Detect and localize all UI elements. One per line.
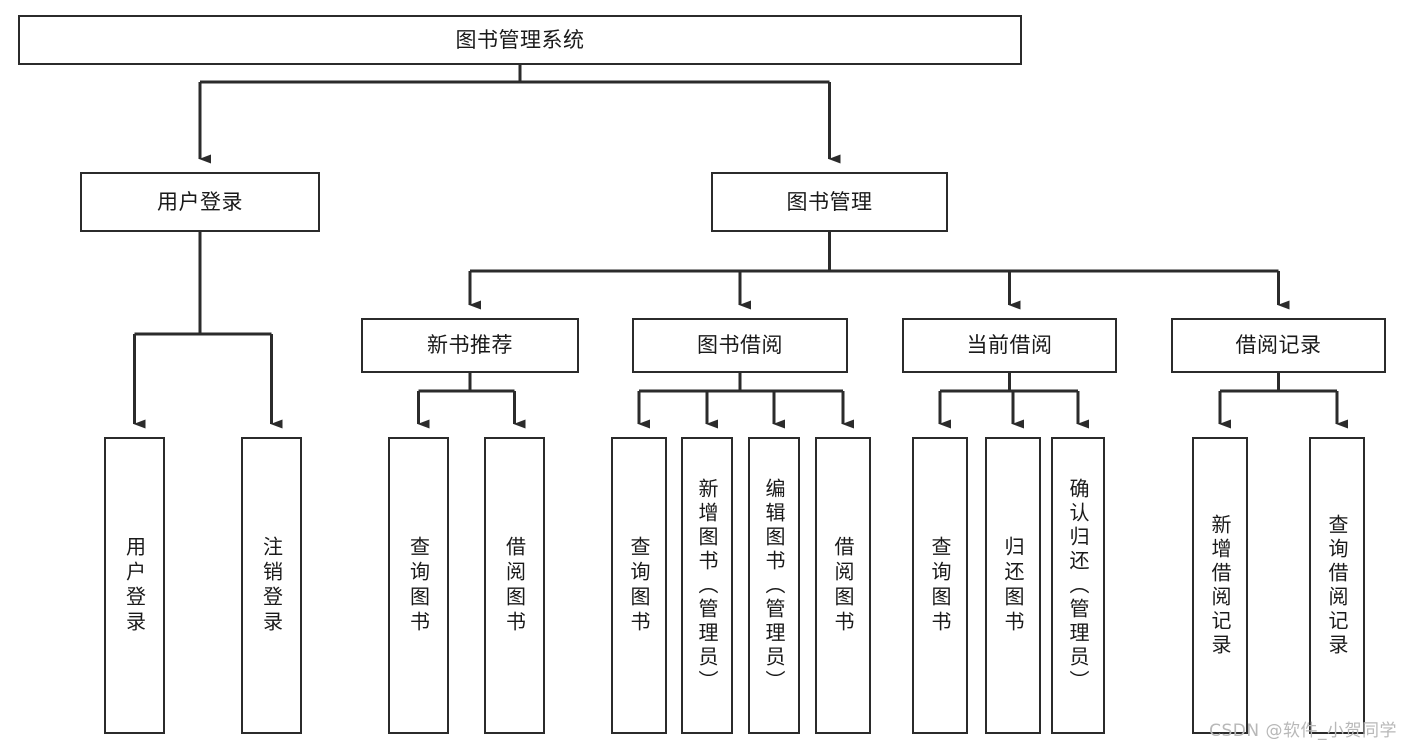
node-borrowing-record[interactable]: 借阅记录 bbox=[1171, 318, 1386, 373]
leaf-edit-book[interactable]: 编辑图书（管理员） bbox=[748, 437, 800, 734]
node-book-management[interactable]: 图书管理 bbox=[711, 172, 948, 232]
node-book-borrowing-label: 图书借阅 bbox=[697, 333, 783, 358]
node-new-book-recommendation[interactable]: 新书推荐 bbox=[361, 318, 579, 373]
watermark: CSDN @软件_小贺同学 bbox=[1209, 721, 1397, 741]
leaf-user-login-label: 用户登录 bbox=[122, 535, 147, 636]
leaf-return-book-label: 归还图书 bbox=[1001, 535, 1025, 636]
leaf-query-book-3-label: 查询图书 bbox=[928, 535, 952, 636]
leaf-add-record-label: 新增借阅记录 bbox=[1208, 513, 1232, 658]
leaf-query-record[interactable]: 查询借阅记录 bbox=[1309, 437, 1365, 734]
leaf-confirm-return-label: 确认归还（管理员） bbox=[1066, 477, 1090, 694]
leaf-add-record[interactable]: 新增借阅记录 bbox=[1192, 437, 1248, 734]
leaf-query-book-2[interactable]: 查询图书 bbox=[611, 437, 667, 734]
leaf-query-book-1-label: 查询图书 bbox=[406, 535, 431, 636]
leaf-return-book[interactable]: 归还图书 bbox=[985, 437, 1041, 734]
node-user-login-label: 用户登录 bbox=[157, 189, 243, 214]
node-book-borrowing[interactable]: 图书借阅 bbox=[632, 318, 848, 373]
node-root[interactable]: 图书管理系统 bbox=[18, 15, 1022, 65]
node-borrowing-record-label: 借阅记录 bbox=[1235, 333, 1322, 358]
leaf-query-record-label: 查询借阅记录 bbox=[1325, 513, 1349, 658]
leaf-borrow-book-2[interactable]: 借阅图书 bbox=[815, 437, 871, 734]
node-book-management-label: 图书管理 bbox=[786, 189, 873, 214]
leaf-logout[interactable]: 注销登录 bbox=[241, 437, 302, 734]
node-new-book-recommendation-label: 新书推荐 bbox=[427, 333, 513, 358]
node-current-borrowing[interactable]: 当前借阅 bbox=[902, 318, 1117, 373]
leaf-borrow-book-2-label: 借阅图书 bbox=[831, 535, 855, 636]
node-current-borrowing-label: 当前借阅 bbox=[966, 333, 1053, 358]
leaf-query-book-1[interactable]: 查询图书 bbox=[388, 437, 449, 734]
leaf-query-book-2-label: 查询图书 bbox=[627, 535, 651, 636]
node-user-login[interactable]: 用户登录 bbox=[80, 172, 320, 232]
leaf-query-book-3[interactable]: 查询图书 bbox=[912, 437, 968, 734]
leaf-borrow-book-1-label: 借阅图书 bbox=[502, 535, 527, 636]
leaf-borrow-book-1[interactable]: 借阅图书 bbox=[484, 437, 545, 734]
leaf-add-book-label: 新增图书（管理员） bbox=[695, 477, 719, 694]
leaf-add-book[interactable]: 新增图书（管理员） bbox=[681, 437, 733, 734]
leaf-logout-label: 注销登录 bbox=[259, 535, 284, 636]
leaf-user-login[interactable]: 用户登录 bbox=[104, 437, 165, 734]
leaf-edit-book-label: 编辑图书（管理员） bbox=[762, 477, 786, 694]
leaf-confirm-return[interactable]: 确认归还（管理员） bbox=[1051, 437, 1105, 734]
node-root-label: 图书管理系统 bbox=[455, 27, 585, 52]
